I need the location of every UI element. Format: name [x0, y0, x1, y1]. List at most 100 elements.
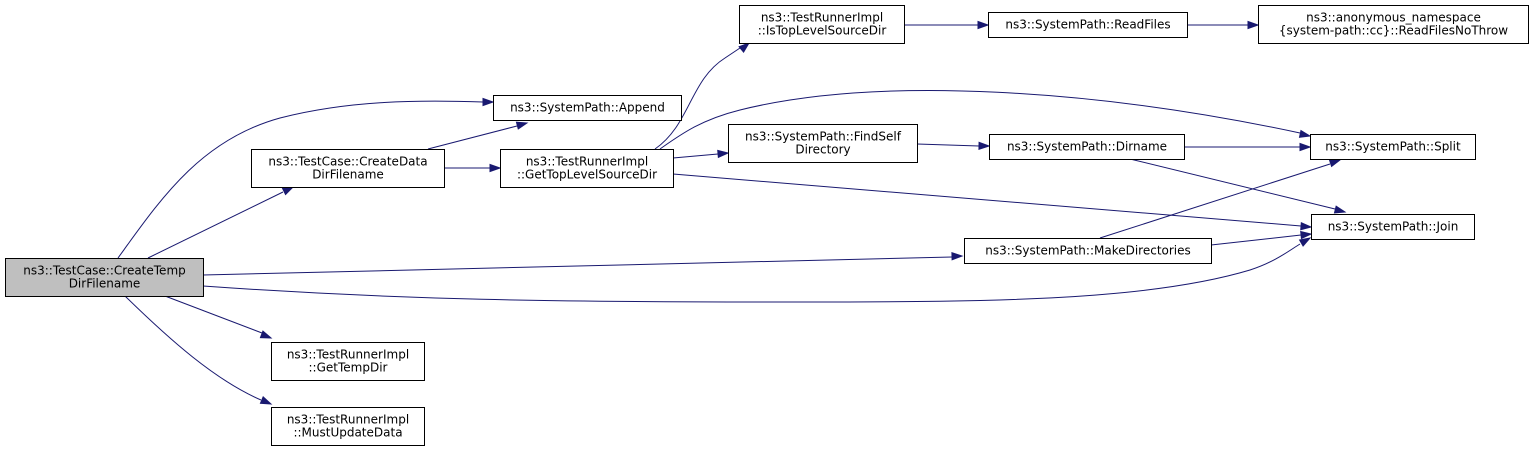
- graph-node[interactable]: ns3::SystemPath::ReadFiles: [988, 12, 1188, 38]
- edge-n0-n1: [117, 97, 495, 259]
- arrowhead-icon: [1299, 142, 1312, 152]
- arrowhead-icon: [489, 163, 502, 173]
- node-label: DirFilename: [312, 168, 384, 182]
- graph-node[interactable]: ns3::TestRunnerImpl::IsTopLevelSourceDir: [739, 5, 905, 44]
- edge-line: [1099, 163, 1331, 239]
- edge-line: [202, 243, 1301, 303]
- edge-line: [117, 100, 484, 259]
- arrowhead-icon: [978, 141, 991, 151]
- edge-line: [1210, 234, 1302, 246]
- edge-n2-n3: [444, 163, 502, 173]
- node-label: ::GetTempDir: [309, 361, 388, 375]
- edge-n7-n8: [916, 141, 991, 151]
- node-label: ns3::SystemPath::Join: [1328, 220, 1459, 234]
- arrowhead-icon: [717, 149, 730, 159]
- edge-n8-n9: [1184, 142, 1312, 152]
- arrowhead-icon: [977, 20, 990, 30]
- node-box: [1310, 134, 1476, 160]
- node-label: ns3::SystemPath::FindSelf: [745, 130, 902, 144]
- node-label: ns3::TestCase::CreateTemp: [23, 264, 186, 278]
- node-label: ns3::TestCase::CreateData: [268, 155, 427, 169]
- node-label: ns3::SystemPath::ReadFiles: [1005, 18, 1170, 32]
- edge-line: [427, 125, 518, 150]
- arrowhead-icon: [281, 186, 295, 196]
- node-box: [1311, 214, 1475, 240]
- edge-n8-n10: [1129, 158, 1347, 214]
- arrowhead-icon: [1247, 20, 1260, 30]
- arrowhead-icon: [1300, 230, 1313, 240]
- node-label: ::MustUpdateData: [293, 426, 402, 440]
- edge-n0-n11: [202, 252, 964, 276]
- nodes-layer: ns3::TestCase::CreateTempDirFilenamens3:…: [5, 5, 1529, 446]
- arrowhead-icon: [482, 97, 495, 107]
- node-box: [5, 258, 204, 297]
- edge-line: [124, 295, 262, 401]
- node-label: ::GetTopLevelSourceDir: [517, 168, 657, 182]
- edge-line: [659, 90, 1301, 150]
- arrowhead-icon: [1300, 221, 1313, 231]
- node-label: ns3::TestRunnerImpl: [287, 413, 409, 427]
- edge-n2-n1: [427, 121, 529, 150]
- edge-n0-n10: [202, 237, 1312, 303]
- arrowhead-icon: [1298, 129, 1312, 138]
- graph-node[interactable]: ns3::TestRunnerImpl::MustUpdateData: [271, 407, 425, 446]
- graph-node[interactable]: ns3::SystemPath::Append: [493, 95, 682, 121]
- node-label: ns3::TestRunnerImpl: [761, 11, 883, 25]
- arrowhead-icon: [515, 121, 529, 130]
- edge-line: [1129, 158, 1336, 210]
- node-box: [493, 95, 682, 121]
- edge-line: [672, 153, 719, 159]
- arrowhead-icon: [259, 396, 273, 405]
- node-label: ns3::SystemPath::Append: [510, 101, 665, 115]
- edge-line: [672, 173, 1302, 227]
- node-label: ns3::SystemPath::MakeDirectories: [985, 244, 1191, 258]
- node-box: [988, 12, 1188, 38]
- node-label: ns3::SystemPath::Dirname: [1007, 140, 1167, 154]
- node-box: [739, 5, 905, 44]
- arrowhead-icon: [738, 42, 751, 53]
- node-label: DirFilename: [69, 277, 141, 291]
- edge-n11-n10: [1210, 230, 1313, 246]
- edge-line: [654, 47, 741, 150]
- edge-n3-n4: [654, 42, 751, 150]
- edge-n4-n5: [904, 20, 990, 30]
- node-box: [1258, 5, 1529, 44]
- edge-n3-n7: [672, 149, 730, 159]
- node-label: Directory: [795, 143, 850, 157]
- graph-node[interactable]: ns3::SystemPath::MakeDirectories: [964, 238, 1212, 264]
- arrowhead-icon: [1333, 205, 1347, 214]
- node-label: {system-path::cc}::ReadFilesNoThrow: [1279, 24, 1508, 38]
- arrowhead-icon: [1298, 237, 1312, 247]
- node-label: ns3::anonymous_namespace: [1306, 11, 1481, 25]
- graph-node[interactable]: ns3::SystemPath::Split: [1310, 134, 1476, 160]
- edge-n0-n2: [147, 186, 295, 259]
- graph-node[interactable]: ns3::TestRunnerImpl::GetTempDir: [271, 342, 425, 381]
- arrowhead-icon: [1328, 159, 1342, 168]
- node-box: [728, 124, 918, 163]
- node-label: ns3::TestRunnerImpl: [526, 155, 648, 169]
- edge-line: [202, 256, 953, 276]
- node-box: [989, 134, 1185, 160]
- graph-node[interactable]: ns3::anonymous_namespace{system-path::cc…: [1258, 5, 1529, 44]
- node-box: [964, 238, 1212, 264]
- edge-line: [147, 191, 284, 259]
- node-box: [271, 407, 425, 446]
- edge-n5-n6: [1187, 20, 1260, 30]
- edges-layer: [117, 20, 1347, 405]
- edge-line: [164, 295, 263, 334]
- graph-node[interactable]: ns3::SystemPath::Dirname: [989, 134, 1185, 160]
- edge-line: [916, 143, 980, 147]
- graph-node[interactable]: ns3::SystemPath::Join: [1311, 214, 1475, 240]
- node-box: [500, 149, 674, 188]
- node-box: [271, 342, 425, 381]
- edge-n3-n9: [659, 90, 1312, 150]
- edge-n3-n10: [672, 173, 1313, 231]
- node-label: ::IsTopLevelSourceDir: [758, 24, 887, 38]
- edge-n0-n12: [164, 295, 273, 339]
- node-box: [251, 149, 445, 188]
- graph-node[interactable]: ns3::TestRunnerImpl::GetTopLevelSourceDi…: [500, 149, 674, 188]
